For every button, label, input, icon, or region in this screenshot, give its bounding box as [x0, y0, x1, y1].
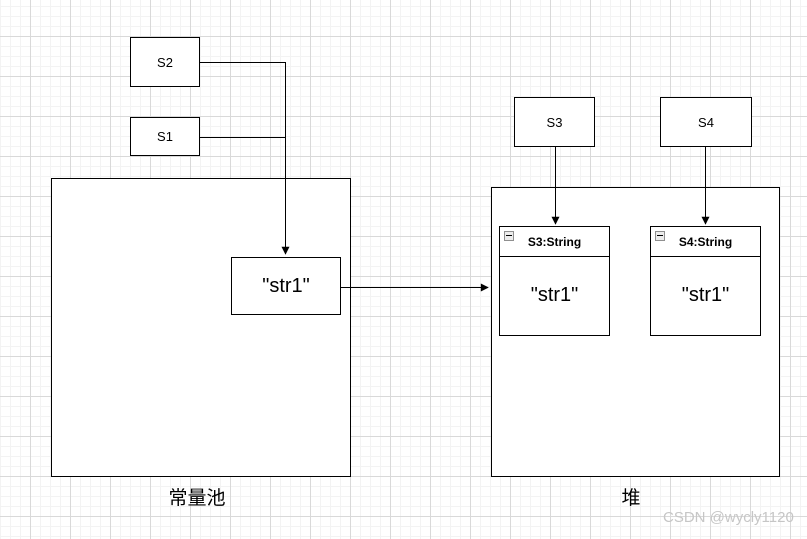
variable-box-s2[interactable]: S2: [130, 37, 200, 87]
heap-object-s4[interactable]: S4:String "str1": [650, 226, 761, 336]
variable-label-s3: S3: [546, 114, 563, 130]
variable-label-s2: S2: [157, 54, 173, 70]
heap-object-s4-title: S4:String: [678, 234, 733, 249]
variable-label-s4: S4: [698, 114, 714, 130]
heap-object-s4-value: "str1": [681, 284, 730, 306]
heap-label[interactable]: 堆: [621, 488, 641, 509]
string-literal-box[interactable]: "str1": [231, 257, 341, 315]
collapse-icon[interactable]: [504, 231, 514, 241]
collapse-icon[interactable]: [655, 231, 665, 241]
heap-object-s3[interactable]: S3:String "str1": [499, 226, 610, 336]
heap-object-s4-body: "str1": [651, 257, 760, 334]
heap-object-s3-title: S3:String: [527, 234, 582, 249]
variable-label-s1: S1: [157, 129, 173, 144]
heap-object-s3-value: "str1": [530, 284, 579, 306]
heap-object-s4-header[interactable]: S4:String: [651, 227, 760, 257]
heap-object-s3-header[interactable]: S3:String: [500, 227, 609, 257]
constant-pool-box[interactable]: [51, 178, 351, 477]
constant-pool-label[interactable]: 常量池: [168, 488, 226, 509]
heap-object-s3-body: "str1": [500, 257, 609, 334]
string-literal-text: "str1": [262, 274, 310, 297]
variable-box-s1[interactable]: S1: [130, 117, 200, 156]
variable-box-s3[interactable]: S3: [514, 97, 595, 147]
variable-box-s4[interactable]: S4: [660, 97, 752, 147]
watermark-text: CSDN @wycly1120: [663, 509, 794, 526]
